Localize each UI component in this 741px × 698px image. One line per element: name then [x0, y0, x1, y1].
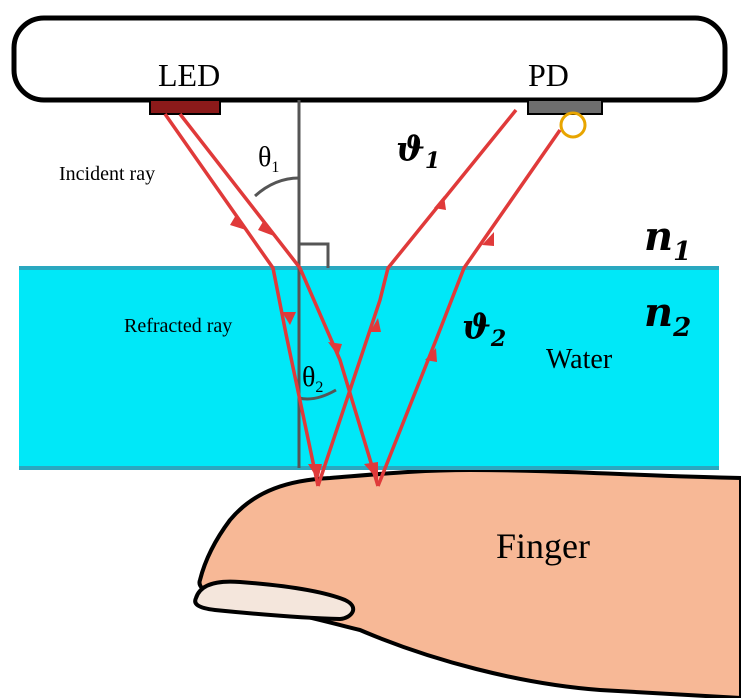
device-housing	[11, 15, 728, 103]
theta2-symbol: θ	[302, 362, 315, 393]
n1-symbol: n	[644, 213, 673, 260]
water-label: Water	[546, 344, 613, 375]
vartheta1-label: ϑ1	[396, 129, 440, 174]
photodiode	[527, 99, 603, 115]
water-layer	[19, 266, 719, 470]
incident-ray-2	[178, 112, 380, 487]
theta2-subscript: 2	[315, 379, 323, 396]
n2-label: n2	[644, 289, 691, 343]
incident-ray-label: Incident ray	[59, 163, 155, 185]
theta1-subscript: 1	[271, 159, 279, 176]
led-label: LED	[158, 57, 220, 93]
n2-symbol: n	[644, 289, 673, 336]
fingernail	[193, 579, 356, 622]
n1-label: n1	[644, 213, 691, 267]
arrowhead-reflected-up-1	[370, 318, 381, 332]
n2-subscript: 2	[672, 313, 691, 343]
vartheta2-subscript: 2	[490, 326, 506, 352]
reflected-ray-1	[316, 108, 518, 487]
n1-subscript: 1	[673, 237, 691, 267]
refracted-ray-label: Refracted ray	[124, 315, 232, 337]
arrowhead-bottom-2	[364, 462, 378, 480]
theta1-symbol: θ	[258, 142, 271, 173]
arrowhead-reflected-up-2	[425, 348, 437, 362]
water-body	[19, 268, 719, 468]
led-emitter	[149, 99, 221, 115]
arrowhead-incident-2	[258, 220, 274, 236]
pd-label: PD	[528, 57, 569, 93]
incident-ray-1	[163, 112, 320, 487]
vartheta1-subscript: 1	[425, 148, 440, 174]
arrowhead-reflected-top-1	[434, 196, 446, 210]
arrowhead-reflected-top-2	[482, 232, 494, 246]
finger-label: Finger	[496, 526, 590, 566]
theta2-label: θ2	[302, 362, 323, 396]
arrowhead-refracted-1	[282, 312, 296, 325]
finger	[193, 467, 741, 698]
theta2-arc	[298, 388, 337, 401]
arrowhead-bottom-1	[308, 464, 322, 480]
arrowhead-refracted-2	[328, 342, 342, 356]
reflected-ray-2	[376, 129, 562, 487]
vartheta2-symbol: ϑ	[462, 307, 491, 347]
arrowhead-incident-1	[230, 215, 246, 230]
ray-arrowheads	[230, 196, 494, 480]
theta1-label: θ1	[258, 142, 279, 176]
right-angle-marker	[299, 242, 330, 268]
light-rays	[163, 108, 562, 487]
theta1-arc	[253, 176, 300, 198]
vartheta2-label: ϑ2	[462, 307, 506, 352]
vartheta1-symbol: ϑ	[396, 129, 425, 169]
photodiode-lens	[559, 111, 587, 139]
